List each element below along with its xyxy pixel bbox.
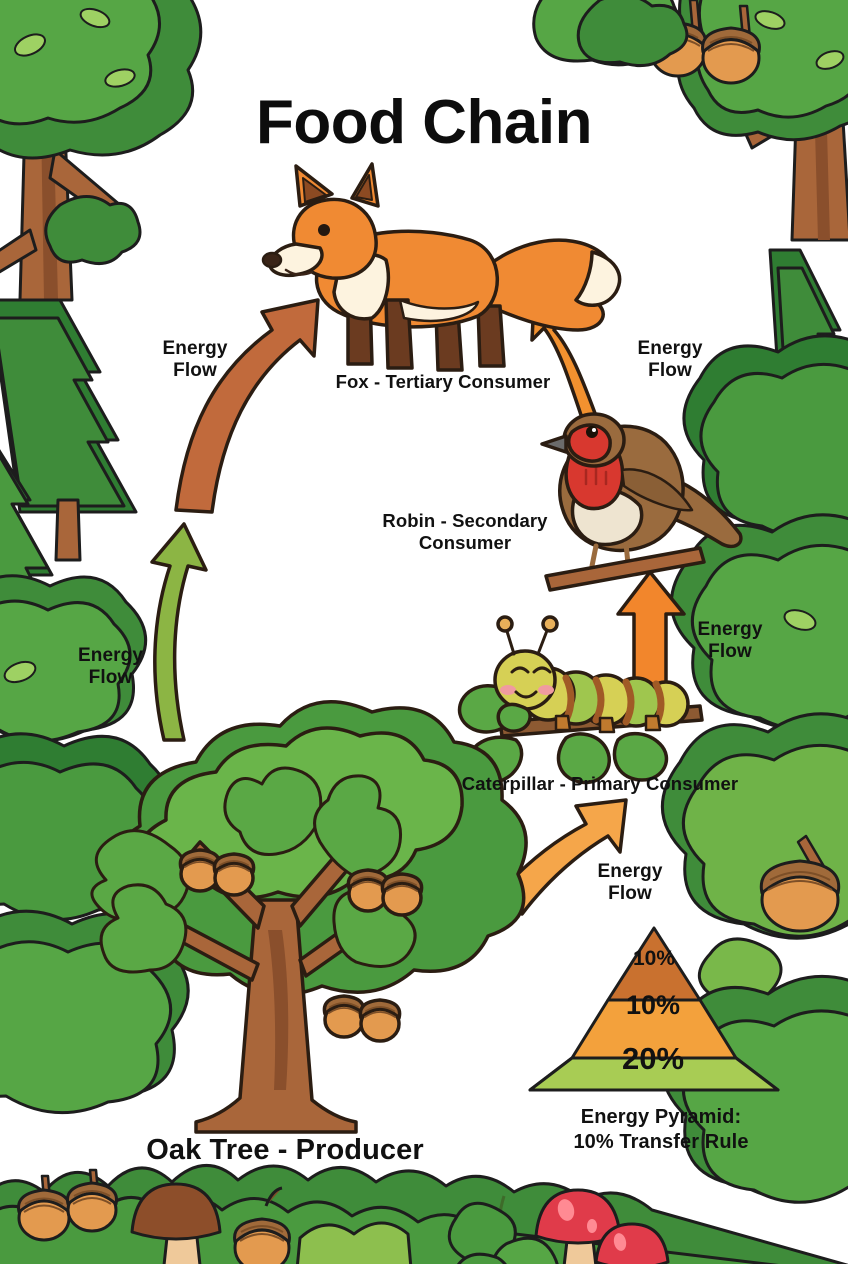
energy-flow-line2: Flow	[88, 667, 133, 689]
energy-flow-line1: Energy	[77, 645, 143, 666]
energy-flow-label-green: Energy Flow	[33, 645, 188, 689]
energy-flow-line2: Flow	[648, 360, 692, 382]
border-mushroom-red-small	[594, 1222, 670, 1264]
label-fox: Fox - Tertiary Consumer	[335, 371, 551, 392]
border-mushroom-red-large	[534, 1188, 622, 1264]
robin-icon	[540, 412, 743, 592]
border-sprig	[447, 1195, 559, 1264]
arrow-oak-to-caterpillar	[490, 798, 628, 916]
border-right-foliage	[660, 248, 848, 1204]
label-robin: Robin - Secondary Consumer	[340, 510, 590, 554]
energy-flow-line1: Energy	[162, 338, 228, 359]
border-bottom-foliage	[0, 1164, 848, 1264]
energy-flow-label-oak-to-fox: Energy Flow	[120, 338, 270, 382]
energy-flow-label-caterpillar-to-robin: Energy Flow	[655, 619, 805, 663]
energy-flow-line2: Flow	[608, 883, 652, 905]
label-caterpillar: Caterpillar - Primary Consumer	[461, 773, 739, 794]
pyramid-value-middle: 10%	[625, 990, 681, 1020]
energy-flow-line2: Flow	[708, 641, 752, 663]
pyramid-caption: Energy Pyramid: 10% Transfer Rule	[533, 1105, 789, 1155]
pyramid-caption-line2: 10% Transfer Rule	[573, 1131, 749, 1153]
label-robin-line1: Robin - Secondary	[382, 510, 548, 531]
caterpillar-icon	[457, 615, 704, 785]
energy-pyramid	[528, 926, 780, 1092]
pyramid-caption-line1: Energy Pyramid:	[580, 1106, 742, 1128]
page-title: Food Chain	[256, 88, 592, 157]
energy-flow-line1: Energy	[697, 619, 763, 640]
label-oak-tree: Oak Tree - Producer	[146, 1134, 424, 1166]
energy-flow-line1: Energy	[637, 338, 703, 359]
label-robin-line2: Consumer	[418, 531, 512, 553]
arrow-energy-green	[150, 522, 208, 742]
arrow-caterpillar-to-robin	[616, 570, 686, 692]
pyramid-value-bottom: 20%	[621, 1041, 685, 1076]
energy-flow-line1: Energy	[597, 861, 663, 882]
pyramid-value-top: 10%	[632, 947, 676, 970]
oak-tree-icon	[90, 700, 528, 1134]
oak-acorn-right	[346, 868, 424, 917]
oak-acorn-bottom	[322, 994, 402, 1043]
oak-acorn-left	[178, 848, 256, 897]
energy-flow-line2: Flow	[173, 360, 217, 382]
arrow-oak-to-fox	[174, 298, 320, 514]
energy-flow-label-robin-to-fox: Energy Flow	[595, 338, 745, 382]
border-tree-topleft	[0, 0, 203, 302]
fox-icon	[261, 162, 622, 372]
energy-flow-label-oak-to-caterpillar: Energy Flow	[555, 861, 705, 905]
